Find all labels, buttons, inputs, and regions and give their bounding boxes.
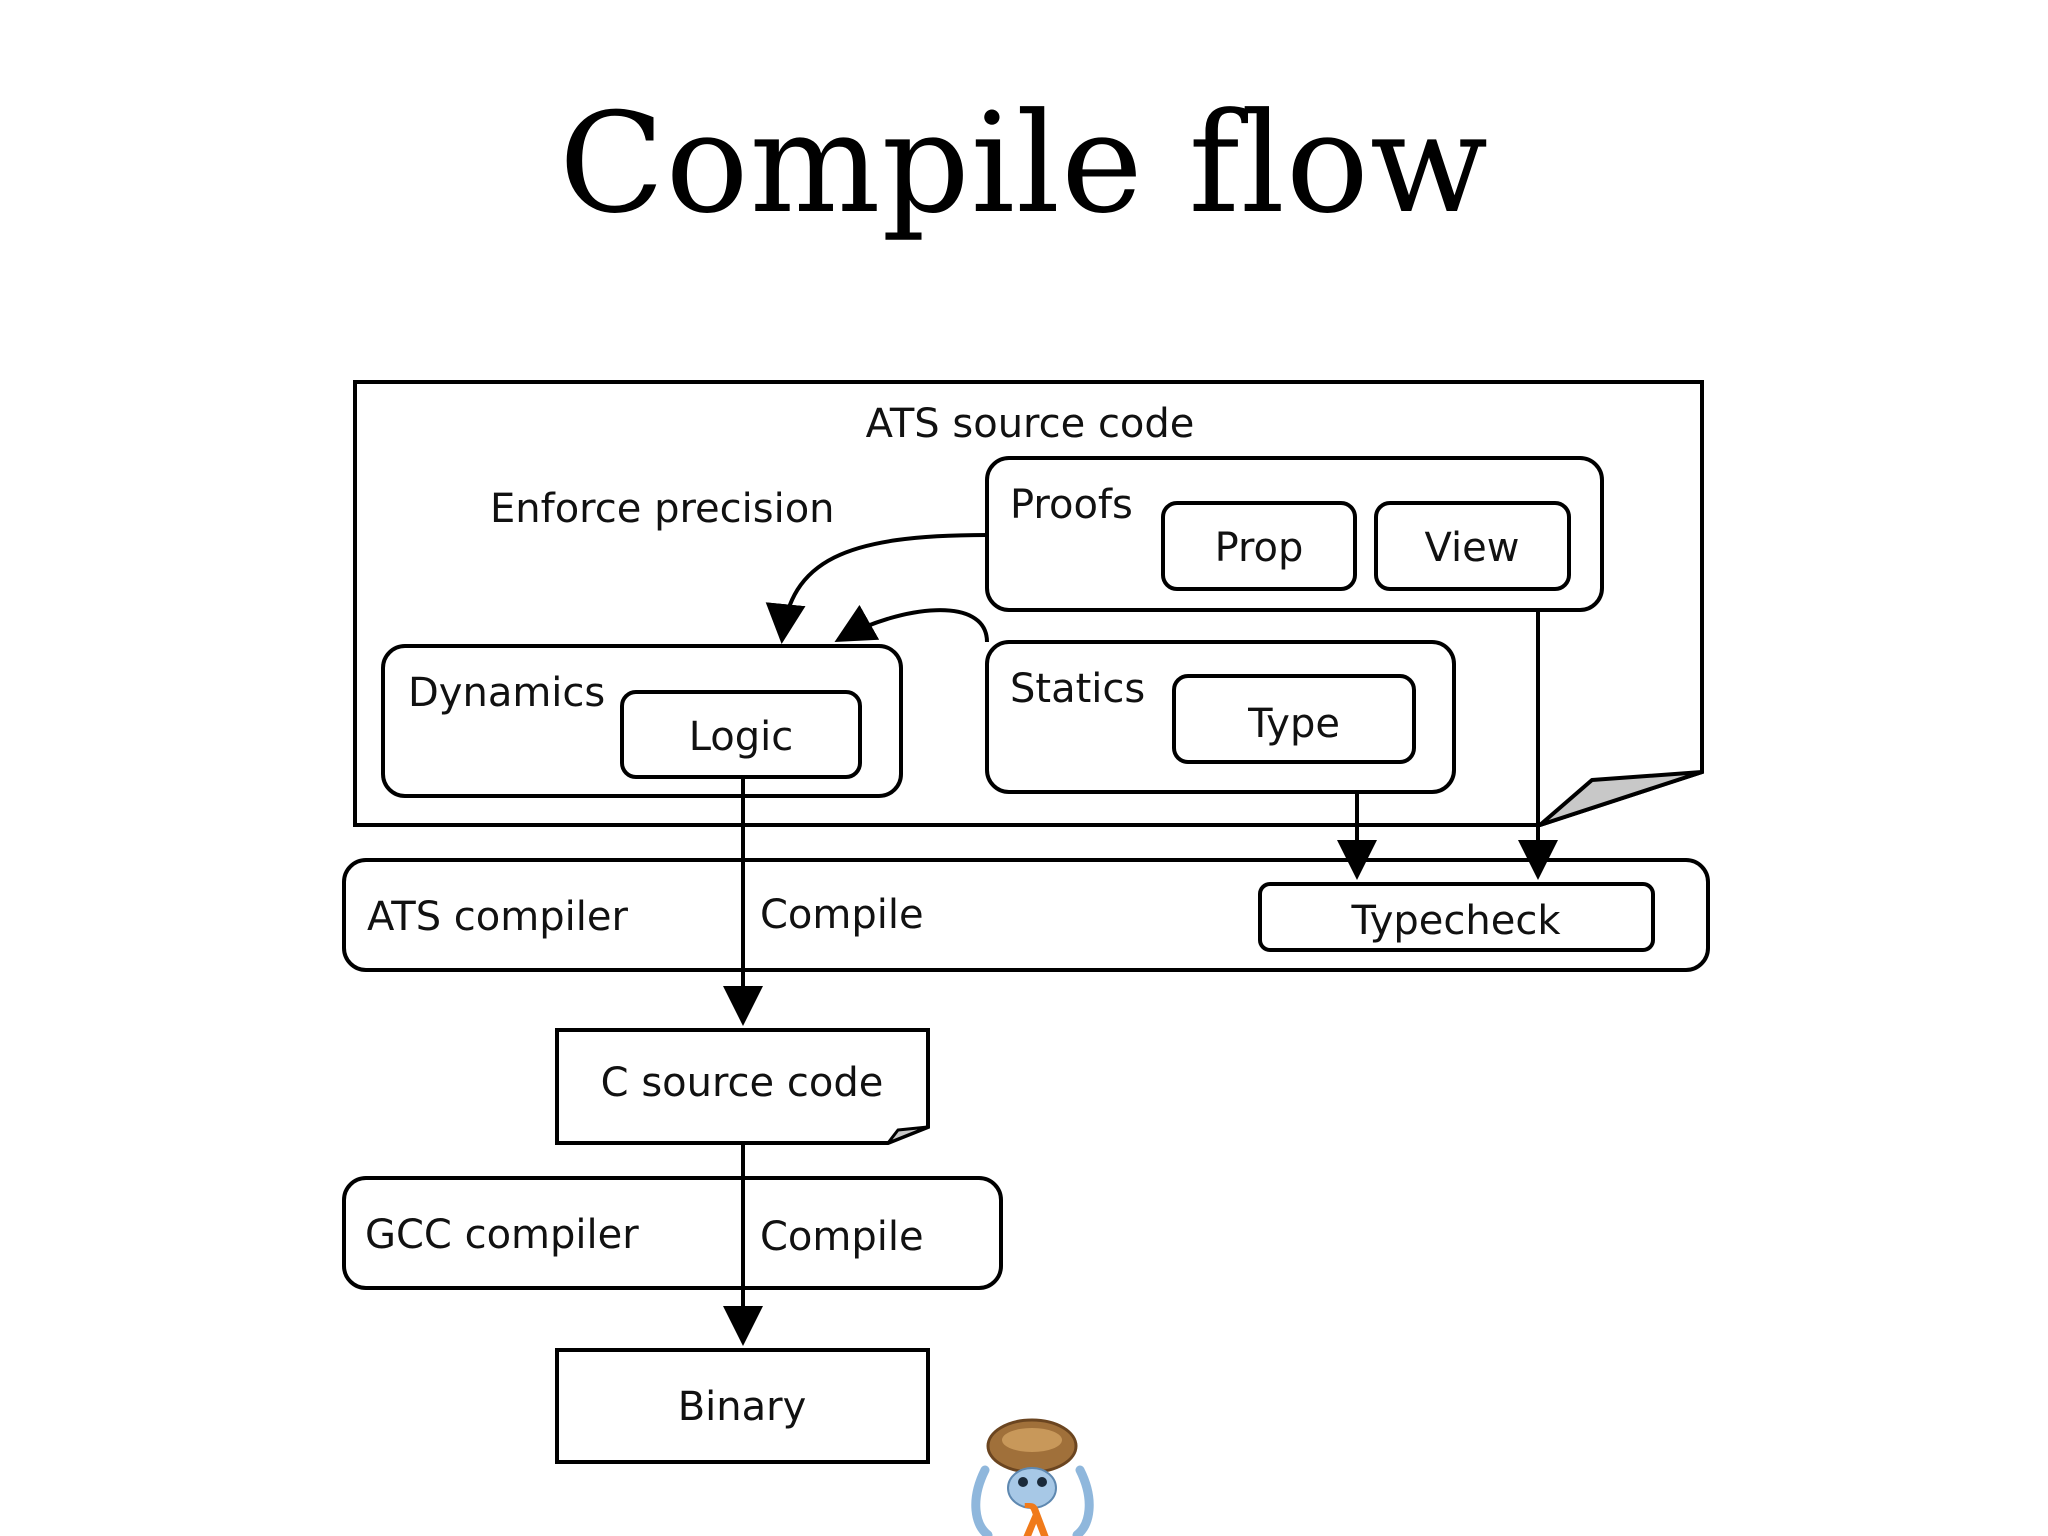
dynamics-label: Dynamics [408,670,605,716]
arrow-proofs-to-dynamics [765,533,988,644]
enforce-precision-label: Enforce precision [490,486,835,532]
type-label: Type [1247,701,1340,747]
typecheck-box [1258,882,1655,952]
c-source-code-label: C source code [601,1060,884,1106]
ats-compiler-label: ATS compiler [367,894,628,940]
gcc-compiler-label: GCC compiler [365,1212,639,1258]
ats-compiler-band: ATS compiler Compile Typecheck [342,858,1710,972]
dynamics-group: Dynamics Logic [381,644,903,798]
proofs-label: Proofs [1010,482,1133,528]
arrow-statics-to-dynamics [834,604,989,643]
statics-group: Statics Type [985,640,1456,794]
compile-label-2: Compile [760,1214,924,1260]
view-label: View [1425,525,1520,571]
type-box [1172,674,1416,764]
prop-label: Prop [1215,525,1304,571]
gcc-compiler-band: GCC compiler Compile [342,1176,1003,1290]
binary-box: Binary [555,1348,930,1464]
statics-label: Statics [1010,666,1145,712]
view-box [1374,501,1571,591]
ats-source-code-label: ATS source code [866,401,1195,447]
svg-text:λ: λ [1022,1496,1050,1536]
c-source-code-document: C source code [555,1028,930,1145]
compile-label-1: Compile [760,892,924,938]
proofs-group: Proofs Prop View [985,456,1604,612]
hermit-crab-mascot-icon: λ [971,1418,1094,1536]
logic-label: Logic [689,714,794,760]
prop-box [1161,501,1357,591]
typecheck-label: Typecheck [1351,898,1562,944]
slide-title: Compile flow [558,83,1490,244]
binary-label: Binary [678,1384,807,1430]
